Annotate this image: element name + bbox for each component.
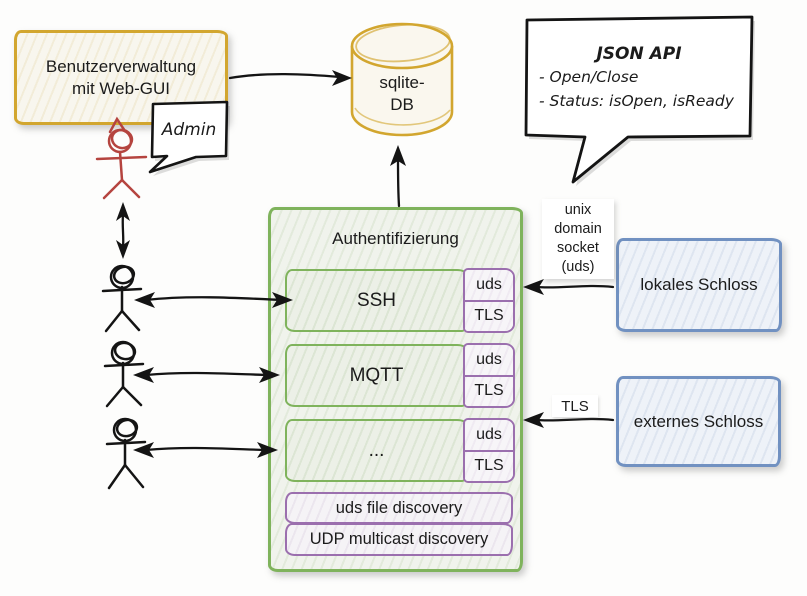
node-protocol-other: ... xyxy=(285,419,468,482)
udp-multicast-discovery-label: UDP multicast discovery xyxy=(309,530,489,548)
protocol-ssh-label: SSH xyxy=(356,289,397,311)
edge-label-uds-socket: unix domain socket (uds) xyxy=(542,199,614,279)
json-api-item-2: - Status: isOpen, isReady xyxy=(539,92,734,110)
tag-ssh-tls: TLS xyxy=(465,301,513,331)
tag-group-ssh: uds TLS xyxy=(463,268,515,333)
user-actor-figure-2 xyxy=(103,340,145,408)
arrow-user3-other xyxy=(133,442,278,458)
tag-group-other: uds TLS xyxy=(463,418,515,483)
tag-mqtt-tls: TLS xyxy=(465,376,513,406)
tag-other-tls: TLS xyxy=(465,451,513,481)
uds-socket-line4: (uds) xyxy=(561,259,595,275)
local-lock-label: lokales Schloss xyxy=(640,275,758,294)
node-protocol-ssh: SSH xyxy=(285,269,468,332)
arrow-user2-mqtt xyxy=(133,367,280,383)
node-local-lock: lokales Schloss xyxy=(616,238,782,332)
external-lock-label: externes Schloss xyxy=(633,411,764,431)
tag-group-mqtt: uds TLS xyxy=(463,343,515,408)
node-sqlite-db-label: sqlite- DB xyxy=(352,66,452,122)
web-gui-label-line2: mit Web-GUI xyxy=(72,78,170,98)
edge-label-tls: TLS xyxy=(552,395,598,417)
sqlite-db-line1: sqlite- xyxy=(379,73,425,92)
tag-other-uds: uds xyxy=(465,420,513,452)
protocol-mqtt-label: MQTT xyxy=(349,364,404,386)
tag-ssh-uds: uds xyxy=(465,270,513,302)
admin-actor-figure xyxy=(95,116,148,200)
json-api-title: JSON API xyxy=(596,44,682,64)
arrow-auth-to-db xyxy=(390,145,406,208)
admin-callout-label: Admin xyxy=(161,120,217,140)
arrow-webgui-to-db xyxy=(228,70,352,86)
auth-title: Authentifizierung xyxy=(332,229,459,248)
user-actor-figure-3 xyxy=(105,417,147,490)
arrow-locallock-to-auth xyxy=(523,279,615,295)
uds-socket-line2: domain xyxy=(554,221,602,237)
sqlite-db-line2: DB xyxy=(390,95,414,114)
arrow-admin-user xyxy=(116,202,130,259)
node-protocol-mqtt: MQTT xyxy=(285,344,468,407)
uds-socket-line3: socket xyxy=(557,240,599,256)
uds-file-discovery-label: uds file discovery xyxy=(335,498,463,517)
uds-socket-line1: unix xyxy=(564,202,592,218)
node-udp-multicast-discovery: UDP multicast discovery xyxy=(285,523,513,556)
tag-mqtt-uds: uds xyxy=(465,345,513,377)
node-external-lock: externes Schloss xyxy=(616,376,781,467)
node-uds-file-discovery: uds file discovery xyxy=(285,492,513,524)
json-api-item-1: - Open/Close xyxy=(539,68,639,86)
protocol-other-label: ... xyxy=(368,439,385,461)
web-gui-label-line1: Benutzerverwaltung xyxy=(45,56,197,76)
user-actor-figure-1 xyxy=(101,264,143,333)
